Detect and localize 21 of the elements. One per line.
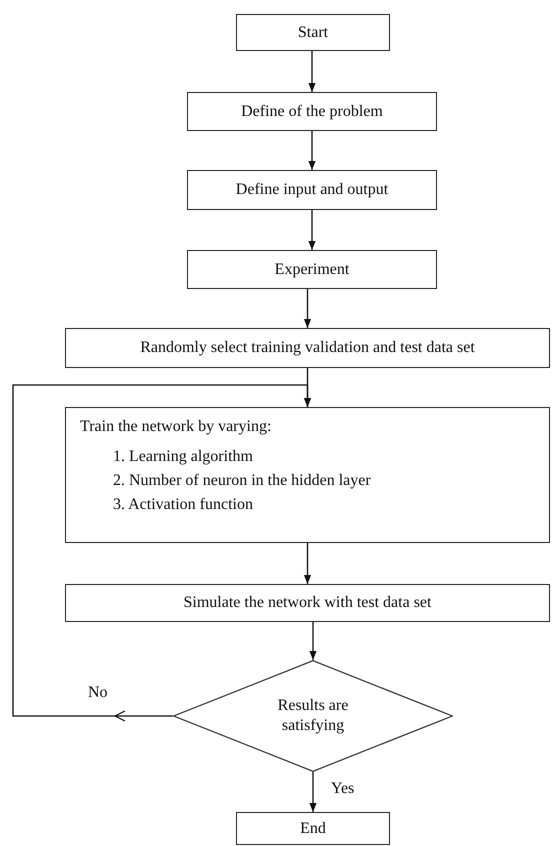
box-label: Simulate the network with test data set xyxy=(184,594,432,612)
process-box xyxy=(187,170,437,210)
decision-diamond xyxy=(173,660,453,772)
process-box xyxy=(187,92,437,131)
list-item: 2. Number of neuron in the hidden layer xyxy=(113,472,371,490)
box-label: Define of the problem xyxy=(241,102,383,120)
box-label: Start xyxy=(298,24,328,42)
terminal-box xyxy=(236,812,390,845)
process-box xyxy=(187,250,437,289)
process-box xyxy=(65,328,550,368)
terminal-box xyxy=(236,14,390,51)
box-label: Define input and output xyxy=(236,181,388,199)
list-item: 3. Activation function xyxy=(113,496,253,514)
process-box xyxy=(65,584,550,622)
box-label: Experiment xyxy=(274,260,350,278)
list-item: 1. Learning algorithm xyxy=(113,448,253,466)
box-heading: Train the network by varying: xyxy=(80,418,272,436)
decision-text: Results are satisfying xyxy=(276,696,350,736)
box-label: End xyxy=(300,820,326,838)
box-label: Randomly select training validation and test data set xyxy=(140,339,475,357)
process-box xyxy=(65,407,550,543)
